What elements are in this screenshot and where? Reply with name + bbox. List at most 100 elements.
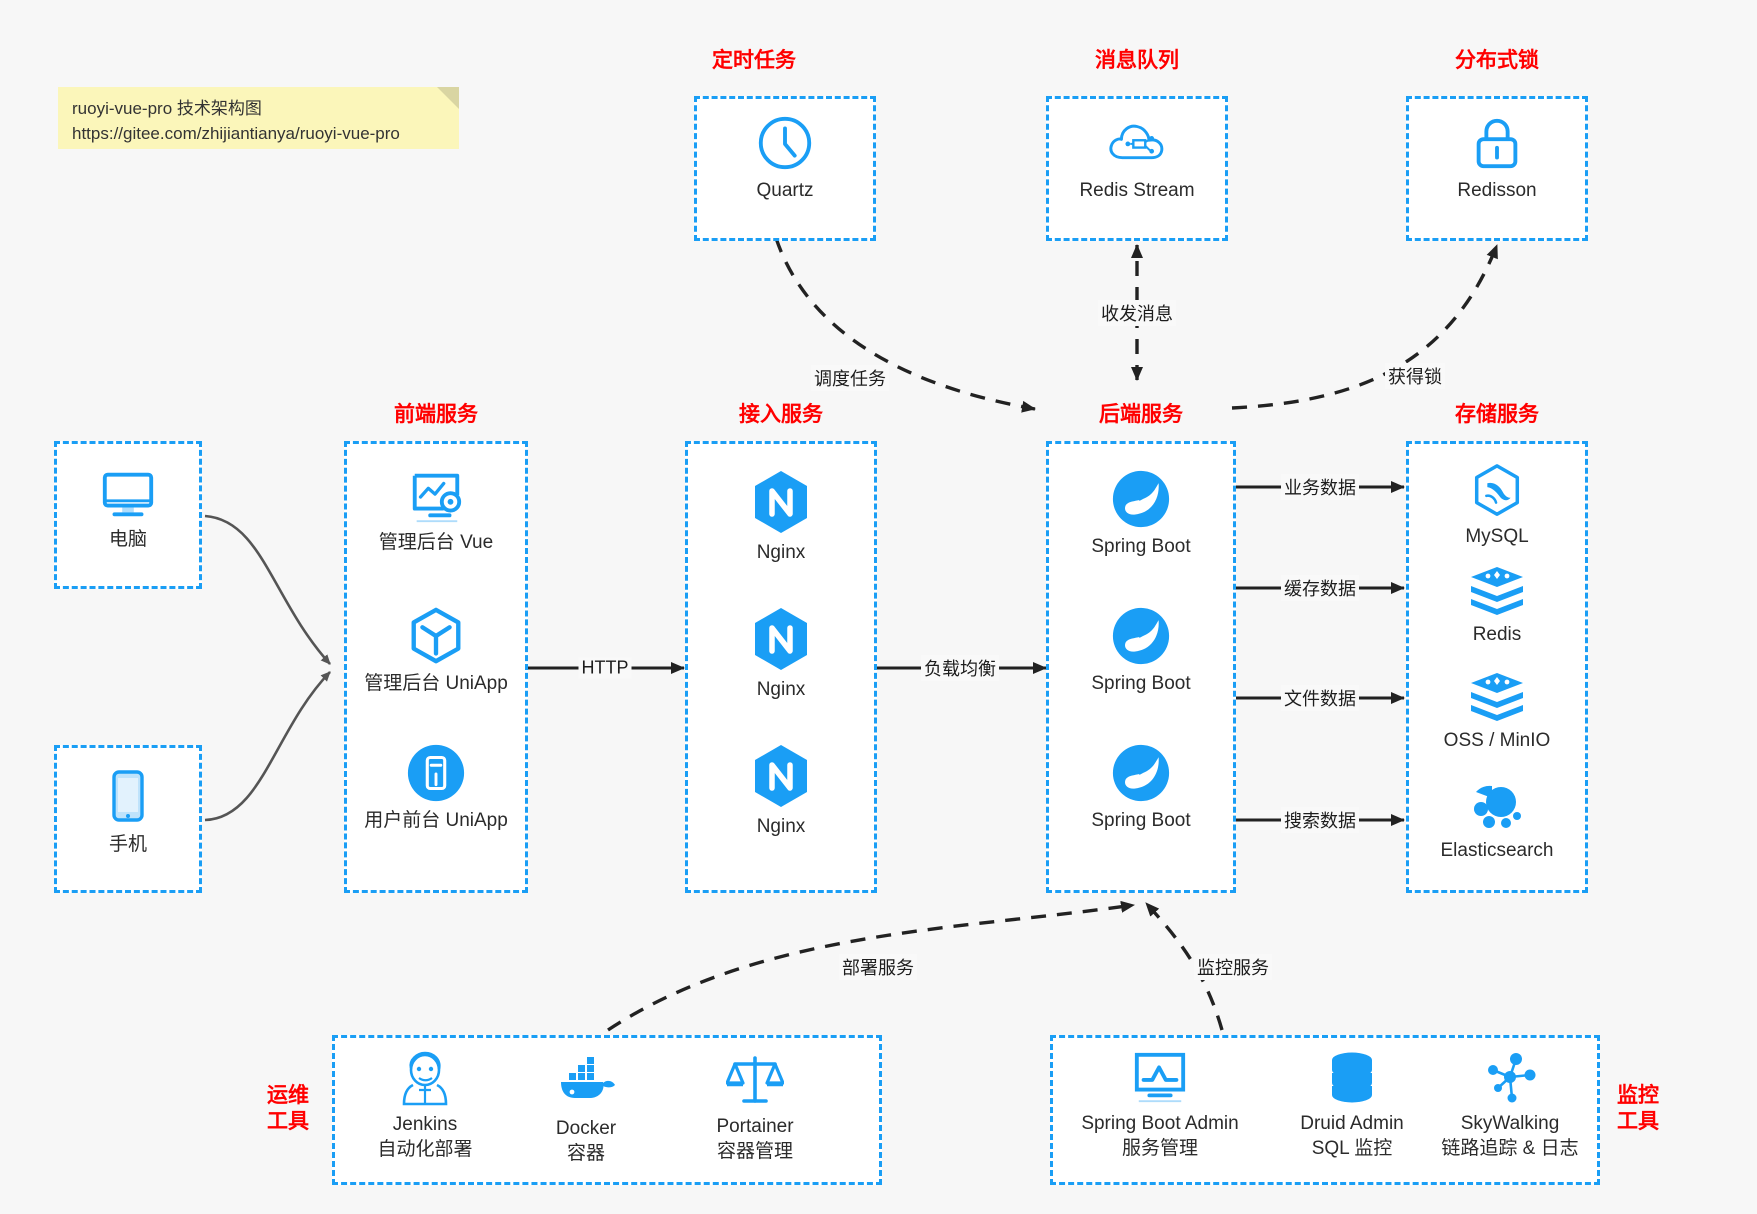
redis-stack-icon: [1471, 567, 1523, 615]
node-redis[interactable]: Redis: [1406, 564, 1588, 647]
node-mysql[interactable]: MySQL: [1406, 462, 1588, 549]
node-label-spring-boot-3: Spring Boot: [1091, 810, 1191, 831]
redis-stack-icon: [1471, 673, 1523, 721]
nginx-icon: [755, 745, 807, 807]
node-label-spring-boot-2: Spring Boot: [1091, 673, 1191, 694]
group-title-storage: 存储服务: [1455, 403, 1539, 426]
node-nginx-2[interactable]: Nginx: [685, 605, 877, 702]
node-druid-admin[interactable]: Druid Admin SQL 监控: [1272, 1050, 1432, 1161]
diagram-note: ruoyi-vue-pro 技术架构图 https://gitee.com/zh…: [58, 87, 459, 149]
group-title-frontend: 前端服务: [394, 403, 478, 426]
edge-get-lock: [1231, 244, 1499, 410]
group-title-monitor: 监控 工具: [1612, 1083, 1664, 1134]
node-spring-boot-2[interactable]: Spring Boot: [1046, 605, 1236, 696]
clock-icon: [758, 116, 812, 170]
edge-label-message-queue: 收发消息: [1098, 300, 1176, 326]
node-label-elasticsearch: Elasticsearch: [1440, 840, 1554, 861]
cloud-stream-icon: [1109, 124, 1164, 160]
edge-label-biz-data: 业务数据: [1281, 474, 1359, 500]
node-spring-boot-admin[interactable]: Spring Boot Admin 服务管理: [1055, 1050, 1265, 1161]
group-box-devops: [332, 1035, 882, 1185]
node-label-jenkins: Jenkins: [392, 1114, 458, 1135]
node-computer[interactable]: 电脑: [54, 465, 202, 552]
node-label-spring-boot-admin: Spring Boot Admin: [1081, 1113, 1239, 1134]
note-url: https://gitee.com/zhijiantianya/ruoyi-vu…: [72, 123, 400, 143]
node-label-admin-vue: 管理后台 Vue: [378, 532, 494, 553]
node-skywalking[interactable]: SkyWalking 链路追踪 & 日志: [1420, 1050, 1600, 1161]
node-nginx-1[interactable]: Nginx: [685, 468, 877, 565]
note-fold-corner: [437, 87, 459, 109]
node-label-docker: Docker: [555, 1118, 617, 1139]
jenkins-butler-icon: [402, 1051, 448, 1106]
node-oss-minio[interactable]: OSS / MinIO: [1406, 670, 1588, 753]
node-label-redisson: Redisson: [1457, 180, 1537, 201]
lock-icon: [1476, 118, 1518, 169]
group-title-monitor-line1: 监控: [1617, 1084, 1659, 1107]
edge-label-cache-data: 缓存数据: [1281, 575, 1359, 601]
node-label-skywalking: SkyWalking: [1460, 1113, 1560, 1134]
node-label-portainer: Portainer: [716, 1116, 794, 1137]
group-title-backend: 后端服务: [1099, 403, 1183, 426]
group-box-monitor: [1050, 1035, 1600, 1185]
group-title-devops-line1: 运维: [267, 1084, 309, 1107]
monitor-chart-icon: [1134, 1052, 1186, 1103]
group-title-devops: 运维 工具: [262, 1083, 314, 1134]
edge-label-file-data: 文件数据: [1281, 685, 1359, 711]
elasticsearch-icon: [1474, 785, 1521, 828]
node-sublabel-druid-admin: SQL 监控: [1311, 1137, 1393, 1159]
node-portainer[interactable]: Portainer 容器管理: [675, 1053, 835, 1164]
node-label-spring-boot-1: Spring Boot: [1091, 536, 1191, 557]
dashboard-gear-icon: [412, 473, 462, 523]
node-nginx-3[interactable]: Nginx: [685, 742, 877, 839]
edge-computer-to-frontend: [204, 514, 331, 665]
group-title-monitor-line2: 工具: [1617, 1109, 1659, 1133]
node-label-quartz: Quartz: [756, 180, 814, 201]
edge-label-search-data: 搜索数据: [1281, 807, 1359, 833]
node-spring-boot-3[interactable]: Spring Boot: [1046, 742, 1236, 833]
node-redisson[interactable]: Redisson: [1406, 112, 1588, 203]
network-nodes-icon: [1488, 1053, 1536, 1103]
node-spring-boot-1[interactable]: Spring Boot: [1046, 468, 1236, 559]
mysql-dolphin-icon: [1474, 464, 1520, 516]
database-icon: [1332, 1052, 1372, 1103]
scales-icon: [726, 1056, 784, 1103]
node-jenkins[interactable]: Jenkins 自动化部署: [345, 1050, 505, 1162]
edge-label-deploy-service: 部署服务: [839, 954, 917, 980]
node-phone[interactable]: 手机: [54, 768, 202, 857]
group-box-storage: [1406, 441, 1588, 893]
docker-whale-icon: [561, 1057, 615, 1098]
node-sublabel-portainer: 容器管理: [716, 1140, 793, 1162]
spring-leaf-icon: [1112, 607, 1170, 665]
group-title-scheduled-task: 定时任务: [712, 49, 796, 72]
edge-label-load-balance: 负载均衡: [921, 655, 999, 681]
node-sublabel-skywalking: 链路追踪 & 日志: [1441, 1137, 1579, 1159]
node-sublabel-jenkins: 自动化部署: [377, 1138, 473, 1160]
app-window-icon: [407, 744, 465, 802]
node-label-mysql: MySQL: [1465, 526, 1529, 547]
node-redis-stream[interactable]: Redis Stream: [1046, 112, 1228, 203]
node-sublabel-spring-boot-admin: 服务管理: [1121, 1137, 1198, 1159]
node-admin-vue[interactable]: 管理后台 Vue: [344, 468, 528, 555]
mobile-phone-icon: [112, 770, 144, 822]
edge-label-http: HTTP: [578, 657, 632, 679]
node-label-computer: 电脑: [108, 529, 147, 550]
node-docker[interactable]: Docker 容器: [506, 1056, 666, 1166]
node-label-druid-admin: Druid Admin: [1300, 1113, 1404, 1134]
spring-leaf-icon: [1112, 470, 1170, 528]
node-label-phone: 手机: [108, 834, 147, 855]
edge-label-monitor-service: 监控服务: [1194, 954, 1272, 980]
node-quartz[interactable]: Quartz: [694, 112, 876, 203]
node-label-redis-stream: Redis Stream: [1079, 180, 1195, 201]
node-label-oss-minio: OSS / MinIO: [1443, 730, 1551, 751]
node-sublabel-docker: 容器: [566, 1142, 605, 1164]
nginx-icon: [755, 471, 807, 533]
node-user-uniapp[interactable]: 用户前台 UniApp: [344, 742, 528, 833]
cube-icon: [411, 607, 461, 664]
node-label-redis: Redis: [1472, 624, 1522, 645]
spring-leaf-icon: [1112, 744, 1170, 802]
node-elasticsearch[interactable]: Elasticsearch: [1406, 778, 1588, 863]
node-label-nginx-1: Nginx: [756, 542, 806, 563]
group-title-message-queue: 消息队列: [1095, 49, 1179, 72]
node-admin-uniapp[interactable]: 管理后台 UniApp: [344, 605, 528, 696]
